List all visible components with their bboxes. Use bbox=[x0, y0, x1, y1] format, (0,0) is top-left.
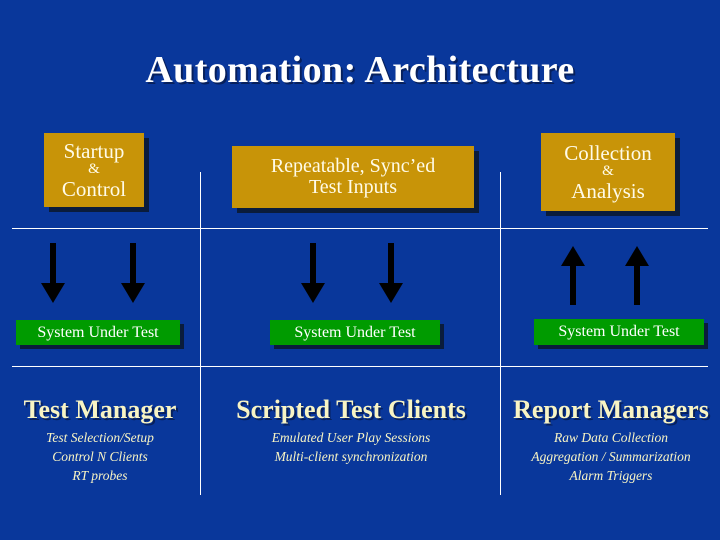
box-repeatable-inputs: Repeatable, Sync’ed Test Inputs bbox=[232, 146, 474, 208]
divider-vertical-left bbox=[200, 172, 201, 495]
box-collection-analysis-line1: Collection bbox=[564, 140, 652, 165]
column-items: Raw Data Collection Aggregation / Summar… bbox=[502, 428, 720, 485]
box-system-under-test-label: System Under Test bbox=[294, 323, 416, 341]
box-system-under-test: System Under Test bbox=[534, 319, 704, 345]
box-startup-control-ampersand: & bbox=[88, 161, 100, 178]
page-title: Automation: Architecture bbox=[145, 49, 575, 91]
column-report-managers: Report Managers Raw Data Collection Aggr… bbox=[502, 395, 720, 486]
column-item: Raw Data Collection bbox=[554, 430, 668, 446]
column-heading: Test Manager bbox=[23, 395, 177, 424]
box-repeatable-inputs-line1: Repeatable, Sync’ed bbox=[270, 154, 436, 177]
column-item: Aggregation / Summarization bbox=[531, 449, 691, 465]
box-repeatable-inputs-line2: Test Inputs bbox=[308, 176, 398, 198]
column-item: Control N Clients bbox=[52, 449, 148, 465]
divider-horizontal-bottom bbox=[12, 366, 708, 367]
divider-vertical-right bbox=[500, 172, 501, 495]
column-item: Emulated User Play Sessions bbox=[271, 430, 431, 446]
box-startup-control: Startup & Control bbox=[44, 133, 144, 207]
box-system-under-test-label: System Under Test bbox=[558, 323, 680, 340]
column-item: Alarm Triggers bbox=[569, 468, 653, 484]
arrow-down-icon bbox=[300, 243, 326, 305]
box-collection-analysis: Collection & Analysis bbox=[541, 133, 675, 211]
box-system-under-test-label: System Under Test bbox=[37, 323, 159, 341]
arrow-up-icon bbox=[624, 245, 650, 307]
column-items: Emulated User Play Sessions Multi-client… bbox=[202, 428, 500, 466]
box-startup-control-line1: Startup bbox=[63, 138, 125, 163]
column-heading: Report Managers bbox=[513, 395, 709, 424]
box-system-under-test: System Under Test bbox=[16, 320, 180, 345]
arrow-down-icon bbox=[40, 243, 66, 305]
column-heading: Scripted Test Clients bbox=[236, 395, 466, 424]
arrow-down-icon bbox=[378, 243, 404, 305]
box-system-under-test: System Under Test bbox=[270, 320, 440, 345]
box-startup-control-line2: Control bbox=[61, 176, 127, 201]
box-collection-analysis-ampersand: & bbox=[602, 163, 614, 180]
column-item: Multi-client synchronization bbox=[274, 449, 428, 465]
divider-horizontal-top bbox=[12, 228, 708, 229]
column-scripted-test-clients: Scripted Test Clients Emulated User Play… bbox=[202, 395, 500, 466]
column-item: RT probes bbox=[72, 468, 128, 484]
column-test-manager: Test Manager Test Selection/Setup Contro… bbox=[0, 395, 200, 486]
column-items: Test Selection/Setup Control N Clients R… bbox=[0, 428, 200, 485]
arrow-up-icon bbox=[560, 245, 586, 307]
column-item: Test Selection/Setup bbox=[46, 430, 154, 446]
arrow-down-icon bbox=[120, 243, 146, 305]
box-collection-analysis-line2: Analysis bbox=[571, 178, 645, 203]
